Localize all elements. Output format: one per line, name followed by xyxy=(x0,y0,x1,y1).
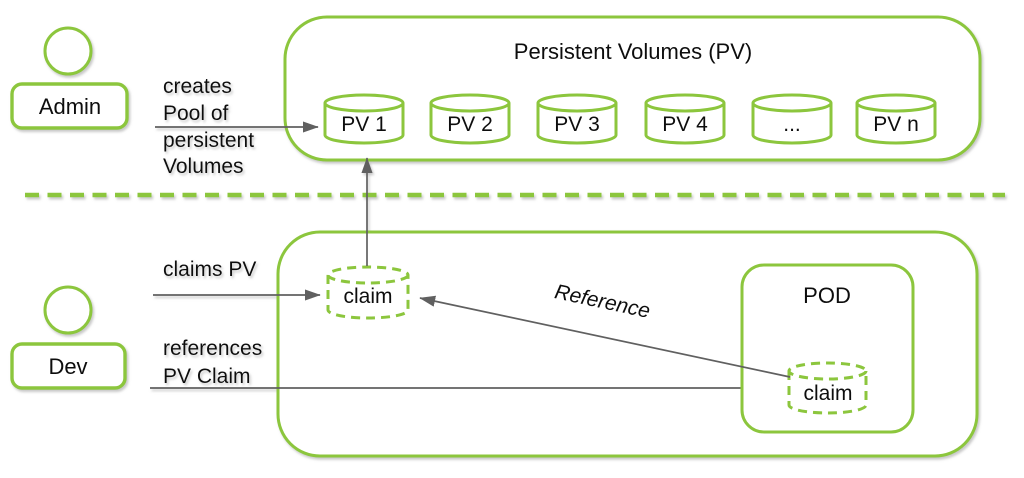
pv-cylinder-label: ... xyxy=(783,113,801,136)
admin-actor: Admin xyxy=(10,26,129,130)
pv-cylinder-label: PV 2 xyxy=(447,113,493,136)
references-pv-claim-label: references PV Claim xyxy=(163,337,262,388)
pv-cylinder-label: PV 3 xyxy=(554,113,600,136)
admin-label: Admin xyxy=(39,94,101,119)
pv-cylinder-label: PV 4 xyxy=(662,113,708,136)
admin-head-icon xyxy=(43,26,93,76)
reference-arrow xyxy=(419,295,791,378)
claims-pv-label: claims PV xyxy=(163,258,256,281)
pv-cylinder-label: PV 1 xyxy=(341,113,387,136)
pv-cylinder: PV 1 xyxy=(323,93,405,145)
dev-box xyxy=(10,342,127,390)
pod-claim-label: claim xyxy=(803,382,852,405)
admin-box xyxy=(10,82,129,130)
dev-head-icon xyxy=(43,285,93,335)
creates-pool-label-line: persistent xyxy=(163,129,254,152)
pv-cylinder: PV 2 xyxy=(429,93,511,145)
pv-cylinder: ... xyxy=(751,93,833,145)
creates-pool-label-line: Pool of xyxy=(163,102,229,125)
pv-cylinder-label: PV n xyxy=(873,113,919,136)
pv-cylinder: PV 4 xyxy=(644,93,726,145)
creates-pool-label: creates Pool of persistent Volumes xyxy=(163,75,254,178)
pv-pool-title: Persistent Volumes (PV) xyxy=(514,39,752,64)
dev-label: Dev xyxy=(48,354,87,379)
creates-pool-label-line: Volumes xyxy=(163,155,244,178)
pod-title: POD xyxy=(803,283,851,308)
pod-box xyxy=(740,263,915,434)
references-pv-claim-label-line: references xyxy=(163,337,262,360)
references-pv-claim-label-line: PV Claim xyxy=(163,365,251,388)
pod-container: POD xyxy=(740,263,915,434)
creates-pool-label-line: creates xyxy=(163,75,232,98)
pv-cylinder: PV 3 xyxy=(536,93,618,145)
pod-claim-cylinder: claim xyxy=(787,361,868,415)
dev-actor: Dev xyxy=(10,285,127,390)
pv-cylinder: PV n xyxy=(855,93,937,145)
pv-claim-label: claim xyxy=(343,285,392,308)
pv-claim-cylinder: claim xyxy=(326,265,410,320)
